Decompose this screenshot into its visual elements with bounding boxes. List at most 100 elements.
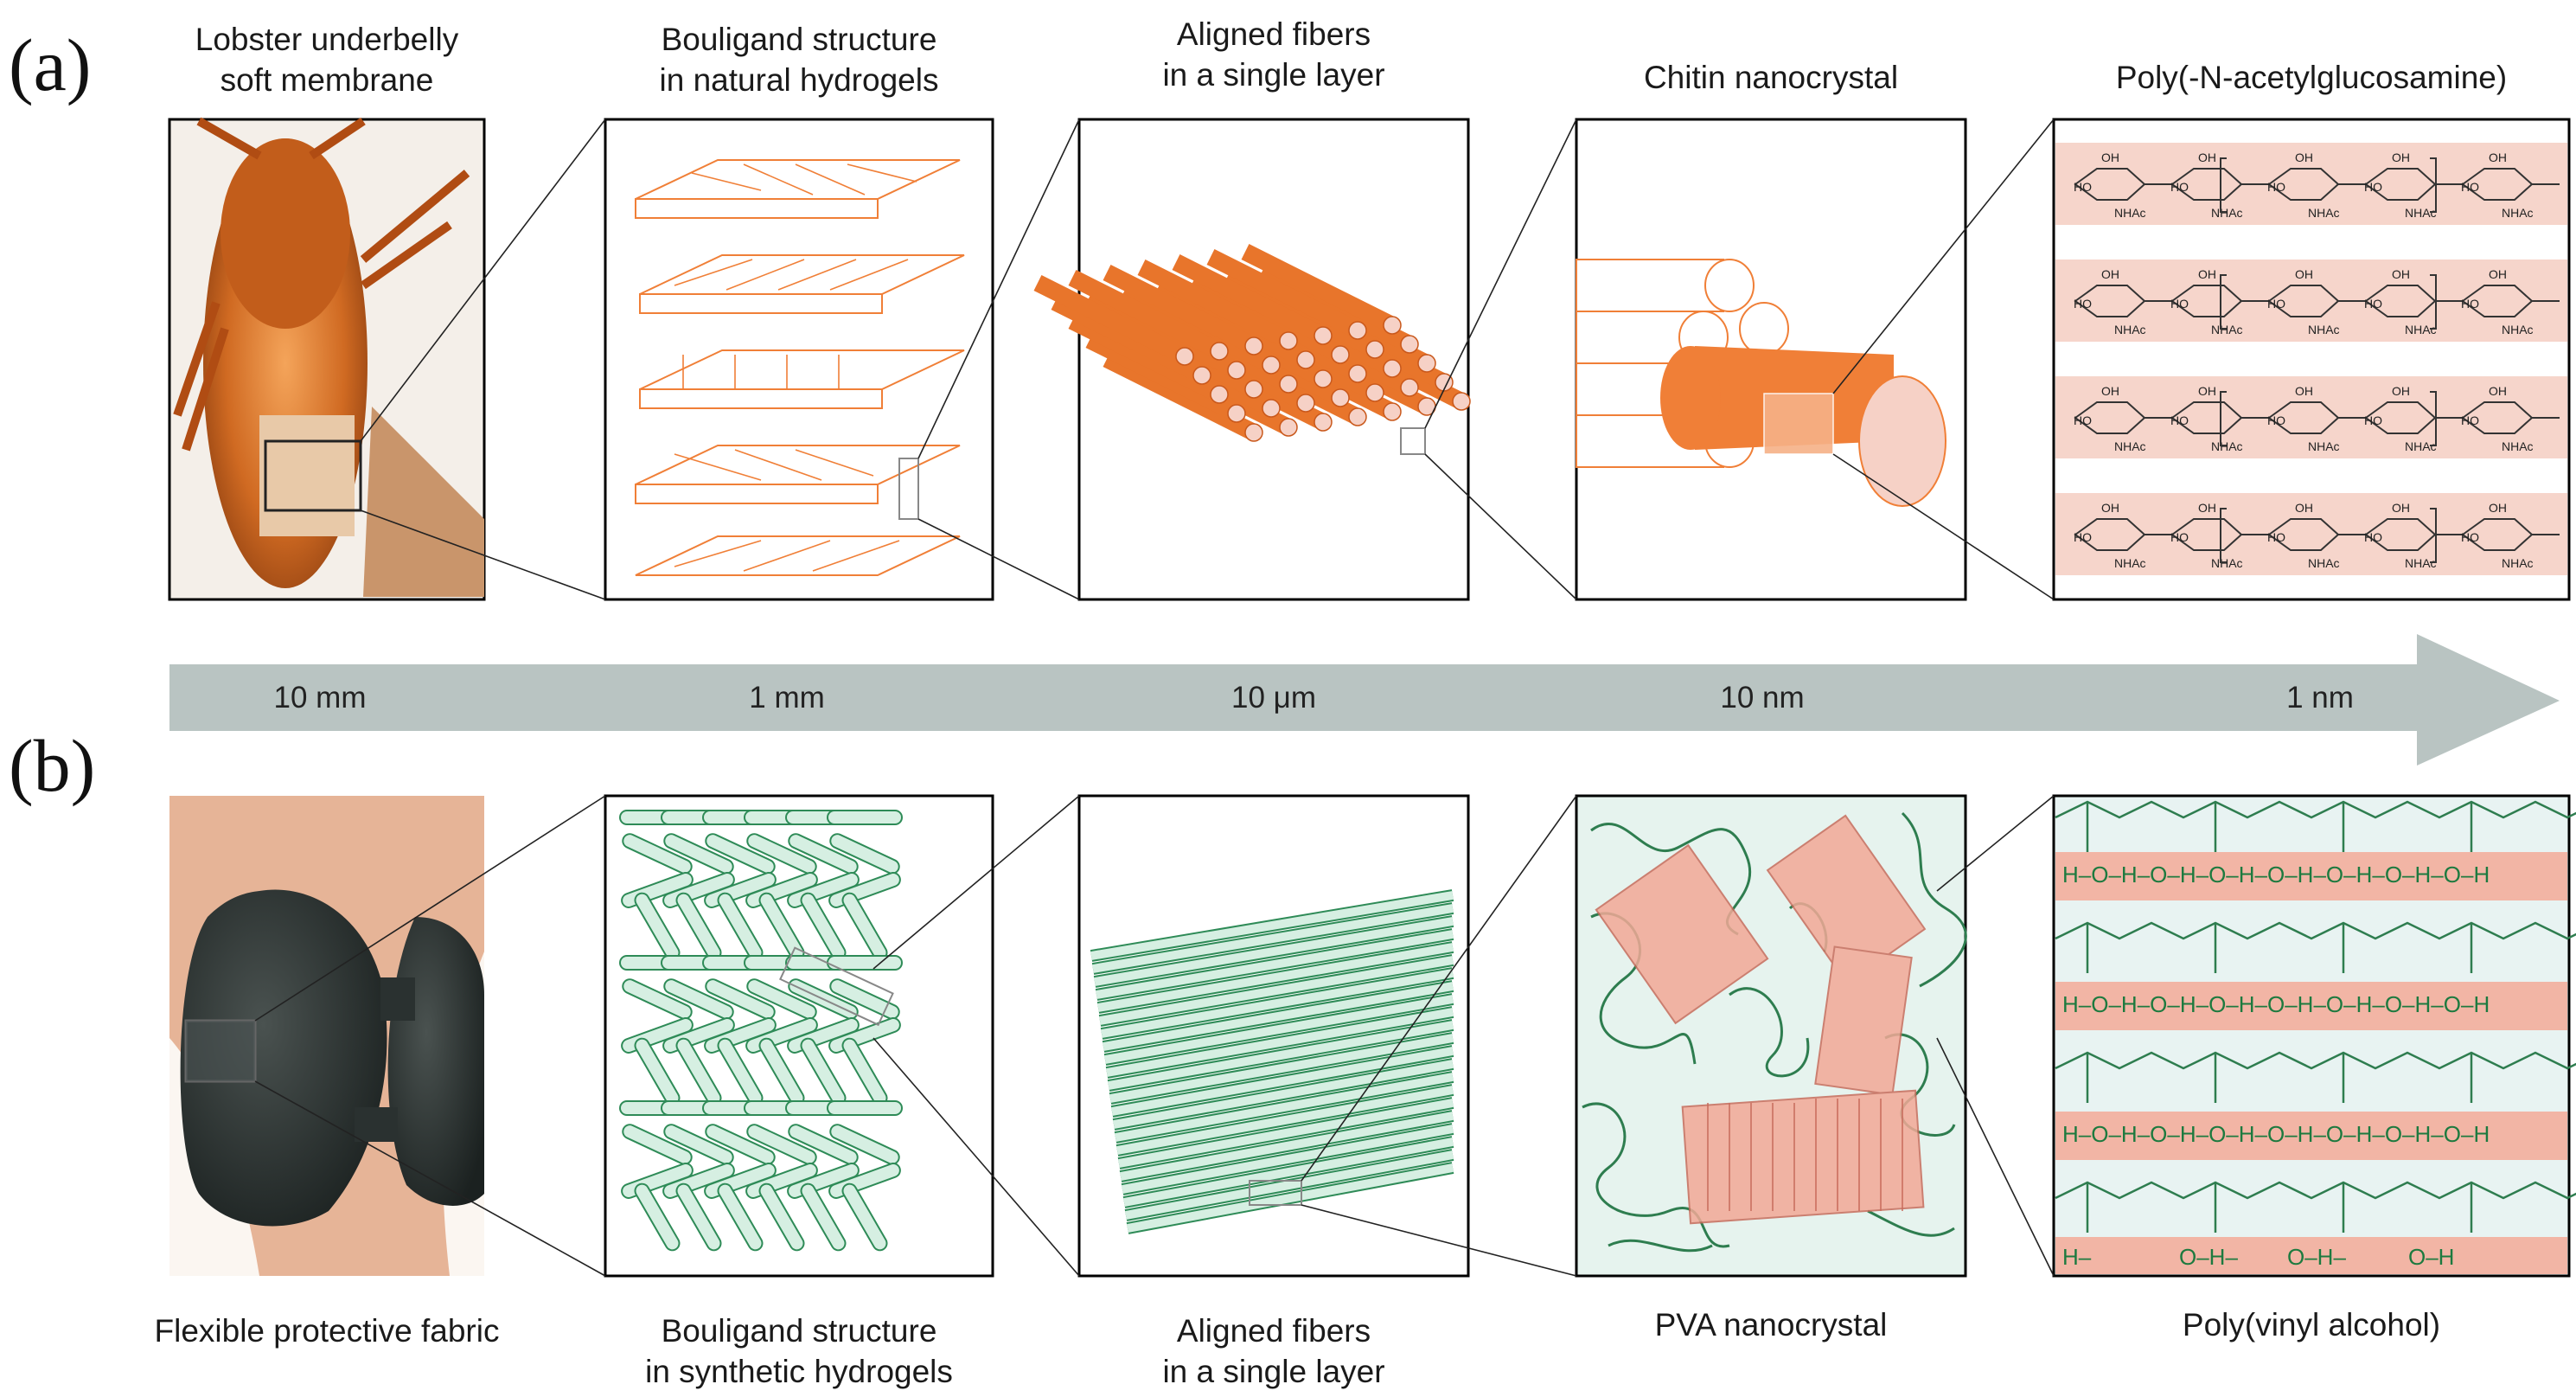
chain-band — [2055, 143, 2567, 225]
hbond-partial: O–H — [2408, 1244, 2454, 1270]
fiber-end — [1262, 399, 1281, 418]
panel-a-boxes: OHNHAcHOOHNHAcHOOHNHAcHOOHNHAcHOOHNHAcHO… — [168, 117, 2571, 601]
bouligand-natural-box — [604, 118, 994, 601]
chain-band — [2055, 493, 2567, 575]
rod — [665, 835, 732, 873]
pva-nanocrystal-box — [1575, 794, 1967, 1278]
rod — [831, 1125, 898, 1163]
label-ho: HO — [2074, 530, 2092, 544]
fiber-end — [1331, 345, 1350, 364]
fiber-end — [1400, 335, 1419, 354]
rod — [719, 1184, 762, 1250]
fiber-end — [1417, 354, 1436, 373]
rod — [802, 1184, 845, 1250]
label-oh: OH — [2489, 501, 2507, 515]
rod — [677, 1184, 720, 1250]
hbond-chain: H–O–H–O–H–O–H–O–H–O–H–O–H–O–H — [2062, 991, 2490, 1017]
bracket-right — [2430, 508, 2437, 563]
fiber-rod — [1122, 1125, 1454, 1194]
caption-bouligand-natural: Bouligand structure in natural hydrogels — [659, 22, 939, 98]
rod — [677, 1039, 720, 1105]
fiber-rod — [1118, 1099, 1454, 1168]
label-ho: HO — [2170, 180, 2189, 194]
fiber-rod — [1258, 263, 1414, 352]
label-oh: OH — [2489, 267, 2507, 281]
fiber-end — [1210, 385, 1229, 404]
lobster-photo — [168, 117, 486, 601]
label-ho: HO — [2170, 297, 2189, 311]
knee-pad-photo — [169, 796, 484, 1276]
label-nhac: NHAc — [2308, 323, 2340, 336]
bracket-left — [2220, 157, 2227, 213]
label-oh: OH — [2101, 501, 2119, 515]
label-nhac: NHAc — [2405, 439, 2437, 453]
fiber-rod — [1103, 351, 1258, 440]
fiber-end — [1279, 375, 1298, 394]
aligned-fibers-a-box — [1033, 118, 1471, 601]
caption-pva-nanocrystal: PVA nanocrystal — [1654, 1307, 1888, 1343]
label-ho: HO — [2364, 180, 2382, 194]
fiber-rod — [1099, 956, 1454, 1025]
fiber-rod — [1106, 1008, 1454, 1077]
fiber-rod — [1189, 273, 1345, 362]
label-ho: HO — [2364, 530, 2382, 544]
fiber-end — [1400, 378, 1419, 397]
fiber-rod — [1068, 270, 1224, 359]
fiber-rod — [1068, 313, 1224, 402]
rod — [719, 894, 762, 959]
rod — [760, 894, 803, 959]
rod — [760, 1184, 803, 1250]
rod — [843, 894, 886, 959]
fiber-rod — [1033, 275, 1189, 364]
label-ho: HO — [2074, 297, 2092, 311]
fiber-rod — [1241, 244, 1397, 333]
label-nhac: NHAc — [2308, 206, 2340, 220]
fiber-rod — [1108, 1021, 1454, 1090]
scale-label-10um: 10 μm — [1231, 681, 1316, 715]
bracket-right — [2430, 274, 2437, 330]
fiber-rod — [1085, 289, 1241, 378]
rod — [636, 1039, 679, 1105]
fiber-end — [1244, 380, 1263, 399]
label-nhac: NHAc — [2405, 206, 2437, 220]
pva-chains-box — [2052, 794, 2576, 1278]
label-nhac: NHAc — [2405, 556, 2437, 570]
label-nhac: NHAc — [2114, 323, 2146, 336]
chain-band — [2055, 260, 2567, 342]
label-nhac: NHAc — [2308, 439, 2340, 453]
fiber-rod — [1101, 969, 1454, 1038]
label-ho: HO — [2461, 530, 2479, 544]
label-ho: HO — [2267, 297, 2285, 311]
fiber-rod — [1097, 943, 1454, 1012]
bracket-left — [2220, 508, 2227, 563]
label-ho: HO — [2074, 180, 2092, 194]
fiber-end — [1244, 423, 1263, 442]
chitin-nanocrystal-box — [1575, 118, 1967, 601]
scale-label-1nm: 1 nm — [2286, 681, 2354, 715]
label-oh: OH — [2295, 151, 2313, 164]
label-nhac: NHAc — [2114, 206, 2146, 220]
scale-arrow — [169, 634, 2560, 766]
fiber-end — [1331, 388, 1350, 407]
fiber-end — [1227, 404, 1246, 423]
fiber-end — [1348, 407, 1367, 426]
caption-protective-fabric: Flexible protective fabric — [154, 1313, 500, 1349]
scale-label-10mm: 10 mm — [273, 681, 367, 715]
caption-polyglucosamine: Poly(-N-acetylglucosamine) — [2115, 60, 2508, 95]
hbond-chain: H–O–H–O–H–O–H–O–H–O–H–O–H–O–H — [2062, 862, 2490, 888]
label-ho: HO — [2461, 297, 2479, 311]
rod — [623, 835, 691, 873]
fiber-rod — [1111, 1047, 1454, 1116]
label-oh: OH — [2198, 267, 2216, 281]
caption-aligned-fibers-b: Aligned fibers in a single layer — [1162, 1313, 1385, 1389]
fiber-rod — [1096, 930, 1454, 999]
scale-label-1mm: 1 mm — [749, 681, 825, 715]
label-oh: OH — [2392, 384, 2410, 398]
aligned-fibers-b-box — [1077, 794, 1470, 1278]
rod — [802, 894, 845, 959]
fiber-end — [1192, 366, 1211, 385]
label-ho: HO — [2461, 413, 2479, 427]
fiber-end — [1279, 331, 1298, 350]
label-nhac: NHAc — [2211, 556, 2243, 570]
fiber-end — [1452, 392, 1471, 411]
